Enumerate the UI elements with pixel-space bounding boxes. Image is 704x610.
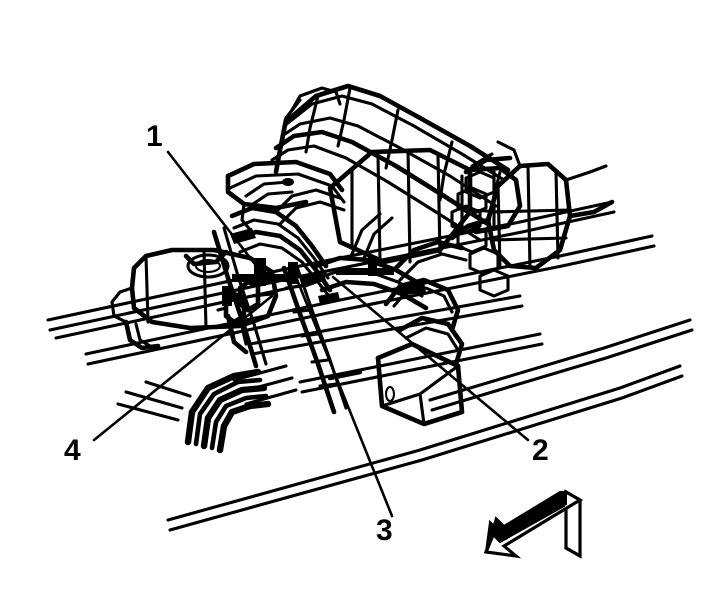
connector-block	[368, 256, 377, 276]
leader-lines	[92, 150, 530, 518]
harness-strap	[232, 274, 298, 282]
leader-line-3	[294, 275, 394, 518]
coolant-reservoir	[110, 247, 279, 351]
leader-line-1	[166, 150, 260, 270]
leader-line-2	[331, 275, 530, 442]
frame-rail-upper	[46, 200, 616, 340]
harness-strap	[336, 268, 394, 275]
bracket-stack	[116, 364, 298, 454]
bracket-hole	[384, 385, 396, 403]
callout-label-2: 2	[532, 434, 549, 467]
callout-label-3: 3	[376, 514, 393, 547]
connector-block	[288, 262, 298, 284]
air-cleaner-canister	[449, 140, 615, 271]
direction-arrow	[483, 489, 584, 559]
callout-label-1: 1	[146, 120, 163, 153]
reservoir-cap	[186, 253, 230, 279]
leader-line-4	[92, 294, 274, 442]
frame-rail-mid	[84, 234, 656, 366]
canister-clamps	[450, 152, 513, 298]
callout-label-4: 4	[64, 434, 81, 467]
reservoir-cap-inner	[194, 258, 222, 274]
frame-rail-right	[428, 318, 694, 412]
connector-block	[222, 286, 232, 306]
frame-rail-lower	[166, 364, 684, 532]
